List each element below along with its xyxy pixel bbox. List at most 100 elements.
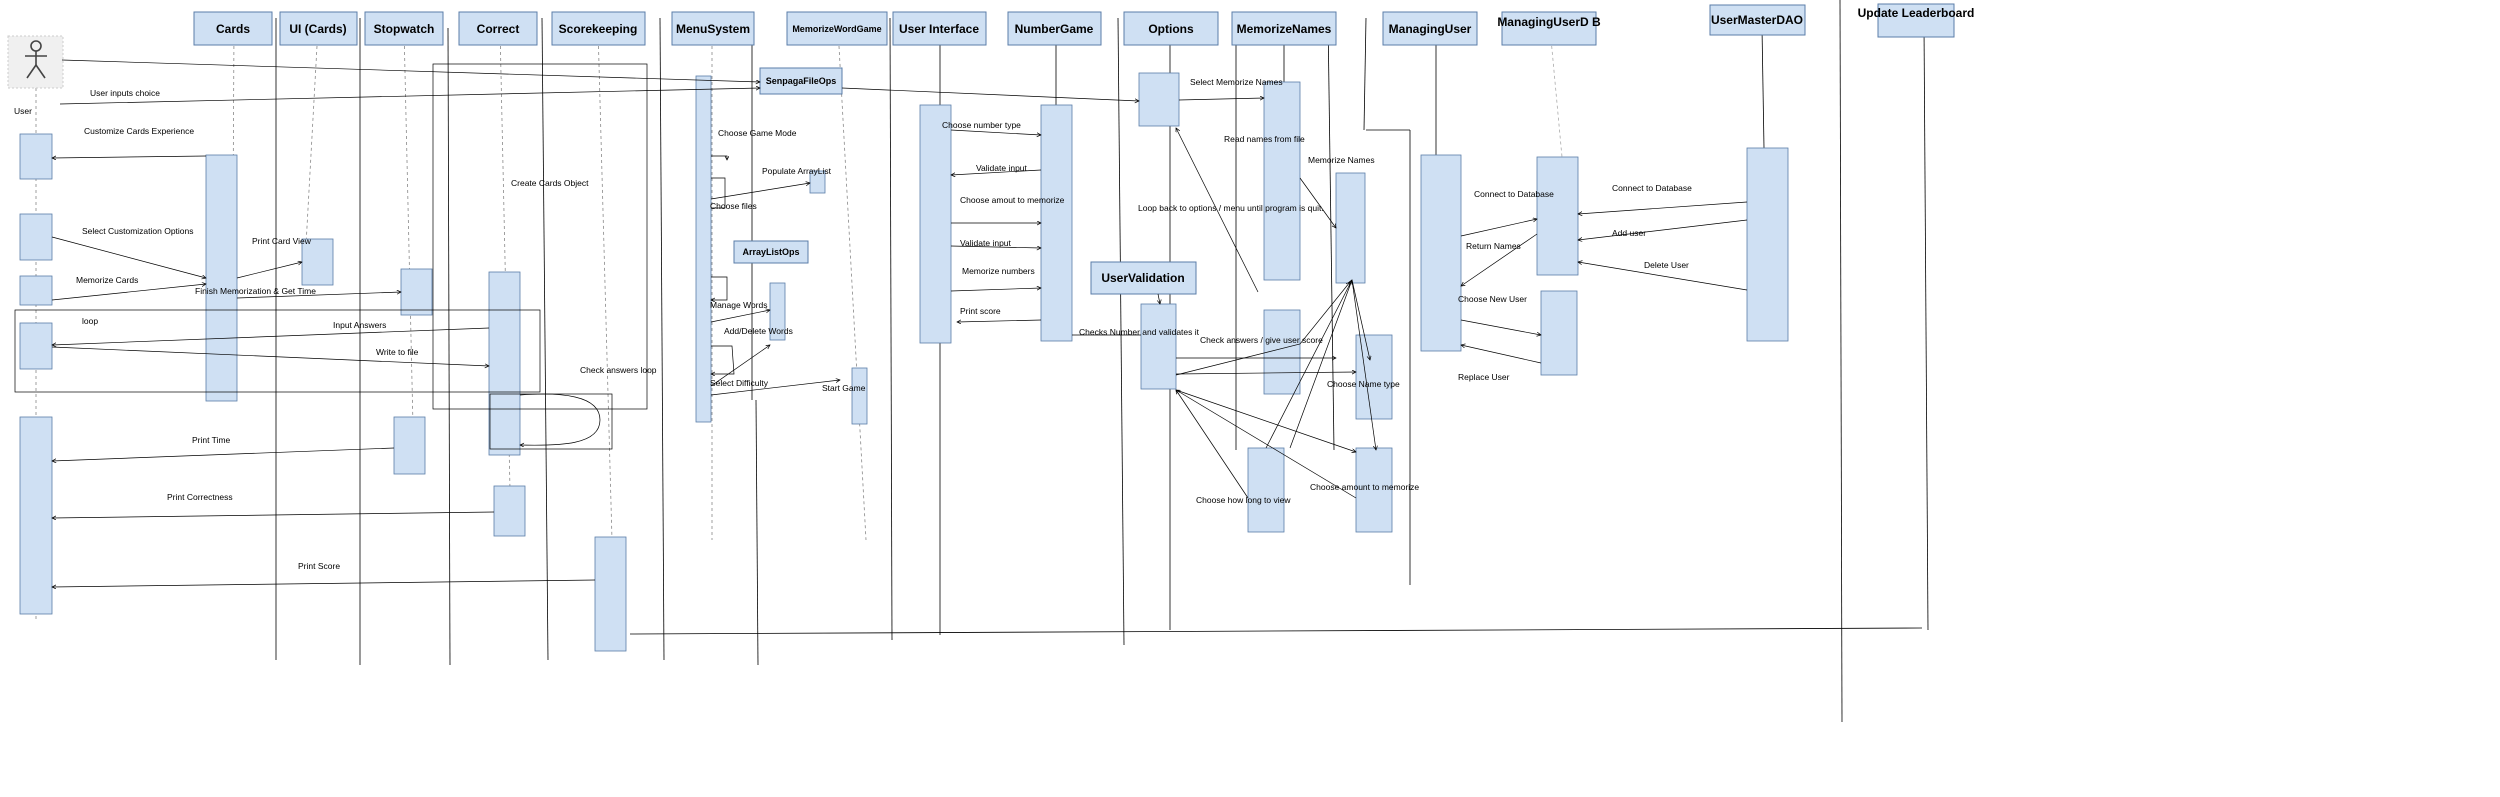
participant-stopwatch: Stopwatch bbox=[364, 11, 444, 46]
participant-userinterface: User Interface bbox=[892, 11, 987, 46]
msg-check-answers-loop: Check answers loop bbox=[580, 365, 657, 375]
msg-print-correctness: Print Correctness bbox=[167, 492, 233, 502]
activation-ui bbox=[919, 104, 952, 344]
msg-select-memorize-names: Select Memorize Names bbox=[1190, 77, 1283, 87]
participant-menusystem: MenuSystem bbox=[671, 11, 755, 46]
participant-update-leaderboard: Update Leaderboard bbox=[1858, 3, 1975, 38]
msg-manage-words: Manage Words bbox=[710, 300, 767, 310]
message-arrows bbox=[52, 59, 1748, 587]
msg-memorize-cards: Memorize Cards bbox=[76, 275, 138, 285]
msg-memorize-names: Memorize Names bbox=[1308, 155, 1375, 165]
activation-cards bbox=[205, 154, 238, 402]
box-arraylistops: ArrayListOps bbox=[733, 240, 809, 264]
msg-read-names: Read names from file bbox=[1224, 134, 1305, 144]
svg-text:UserMasterDAO: UserMasterDAO bbox=[1711, 13, 1803, 27]
activation-usermasterdao bbox=[1746, 147, 1789, 342]
activation-mn-1 bbox=[1263, 81, 1301, 281]
svg-text:MemorizeWordGame: MemorizeWordGame bbox=[792, 24, 881, 34]
participant-managinguser: ManagingUser bbox=[1382, 11, 1478, 46]
activation-mwg-3 bbox=[851, 367, 868, 425]
msg-memorize-numbers: Memorize numbers bbox=[962, 266, 1035, 276]
lifeline-managinguserdb bbox=[1549, 27, 1563, 158]
msg-validate-input-2: Validate input bbox=[960, 238, 1012, 248]
participant-memorizewordgame: MemorizeWordGame bbox=[786, 11, 888, 46]
msg-user-inputs-choice: User inputs choice bbox=[90, 88, 160, 98]
divider-lines bbox=[275, 0, 1923, 723]
msg-print-time: Print Time bbox=[192, 435, 231, 445]
msg-input-answers: Input Answers bbox=[333, 320, 386, 330]
msg-print-score-ng: Print score bbox=[960, 306, 1001, 316]
box-senpagafileops: SenpagaFileOps bbox=[759, 67, 843, 95]
activation-numbergame bbox=[1040, 104, 1073, 342]
msg-print-card-view: Print Card View bbox=[252, 236, 312, 246]
activation-options-2 bbox=[1140, 303, 1177, 390]
activation-user-5 bbox=[19, 416, 53, 615]
activation-bars bbox=[19, 72, 1789, 652]
activation-mn-2 bbox=[1335, 172, 1366, 284]
message-labels: User inputs choice Customize Cards Exper… bbox=[76, 77, 1692, 571]
activation-ui-cards bbox=[301, 238, 334, 286]
msg-add-user: Add user bbox=[1612, 228, 1646, 238]
activation-user-2 bbox=[19, 213, 53, 261]
participant-headers: Cards UI (Cards) Stopwatch Correct Score… bbox=[193, 3, 1975, 46]
participant-cards: Cards bbox=[193, 11, 273, 46]
lifeline-ui-cards bbox=[305, 27, 319, 246]
participant-managinguserdb: ManagingUserD B bbox=[1497, 11, 1601, 46]
loop-frame-label: loop bbox=[82, 316, 98, 326]
lifeline-stopwatch bbox=[403, 27, 415, 471]
stick-figure-icon bbox=[25, 40, 47, 79]
actor-label: User bbox=[14, 106, 32, 116]
msg-check-answers-give-score: Check answers / give user score bbox=[1200, 335, 1323, 345]
activation-user-3 bbox=[19, 275, 53, 306]
svg-text:User Interface: User Interface bbox=[899, 22, 979, 36]
activation-menusystem bbox=[695, 75, 712, 423]
participant-scorekeeping: Scorekeeping bbox=[551, 11, 646, 46]
activation-user-1 bbox=[19, 133, 53, 180]
lifeline-scorekeeping bbox=[597, 27, 613, 541]
participant-memorizenames: MemorizeNames bbox=[1231, 11, 1337, 46]
msg-select-customization: Select Customization Options bbox=[82, 226, 194, 236]
msg-add-delete-words: Add/Delete Words bbox=[724, 326, 793, 336]
svg-text:ManagingUserD B: ManagingUserD B bbox=[1497, 15, 1601, 29]
svg-text:MenuSystem: MenuSystem bbox=[676, 22, 750, 36]
msg-create-cards-object: Create Cards Object bbox=[511, 178, 589, 188]
msg-loop-back: Loop back to options / menu until progra… bbox=[1138, 203, 1324, 213]
msg-choose-name-type: Choose Name type bbox=[1327, 379, 1400, 389]
activation-correct-1 bbox=[488, 271, 521, 456]
activation-correct-2 bbox=[493, 485, 526, 537]
participant-correct: Correct bbox=[458, 11, 538, 46]
participant-numbergame: NumberGame bbox=[1007, 11, 1102, 46]
activation-stopwatch-2 bbox=[393, 416, 426, 475]
svg-text:NumberGame: NumberGame bbox=[1015, 22, 1094, 36]
msg-return-names: Return Names bbox=[1466, 241, 1521, 251]
activation-user-4 bbox=[19, 322, 53, 370]
lifeline-usermasterdao bbox=[1761, 27, 1765, 149]
activation-managinguser bbox=[1420, 154, 1462, 352]
svg-text:Update Leaderboard: Update Leaderboard bbox=[1858, 6, 1975, 20]
msg-populate-arraylist: Populate ArrayList bbox=[762, 166, 832, 176]
svg-text:SenpagaFileOps: SenpagaFileOps bbox=[766, 76, 837, 86]
box-uservalidation: UserValidation bbox=[1090, 261, 1197, 295]
msg-choose-new-user: Choose New User bbox=[1458, 294, 1527, 304]
msg-checks-number: Checks Number and validates it bbox=[1079, 327, 1200, 337]
svg-text:ManagingUser: ManagingUser bbox=[1389, 22, 1472, 36]
svg-text:UserValidation: UserValidation bbox=[1101, 271, 1184, 285]
msg-choose-number-type: Choose number type bbox=[942, 120, 1021, 130]
svg-text:ArrayListOps: ArrayListOps bbox=[742, 247, 799, 257]
msg-connect-to-database-1: Connect to Database bbox=[1474, 189, 1554, 199]
msg-choose-files: Choose files bbox=[710, 201, 757, 211]
lifelines bbox=[35, 25, 1929, 635]
activation-managinguserdb-2 bbox=[1540, 290, 1578, 376]
svg-text:MemorizeNames: MemorizeNames bbox=[1237, 22, 1332, 36]
participant-ui-cards: UI (Cards) bbox=[279, 11, 358, 46]
msg-delete-user: Delete User bbox=[1644, 260, 1689, 270]
msg-choose-amount-memorize: Choose amount to memorize bbox=[1310, 482, 1419, 492]
msg-validate-input-1: Validate input bbox=[976, 163, 1028, 173]
activation-mn-5 bbox=[1247, 447, 1285, 533]
msg-choose-amount: Choose amout to memorize bbox=[960, 195, 1065, 205]
lifeline-memorizewordgame bbox=[837, 27, 867, 541]
svg-text:UI (Cards): UI (Cards) bbox=[289, 22, 346, 36]
msg-customize-cards: Customize Cards Experience bbox=[84, 126, 194, 136]
svg-text:Stopwatch: Stopwatch bbox=[374, 22, 435, 36]
